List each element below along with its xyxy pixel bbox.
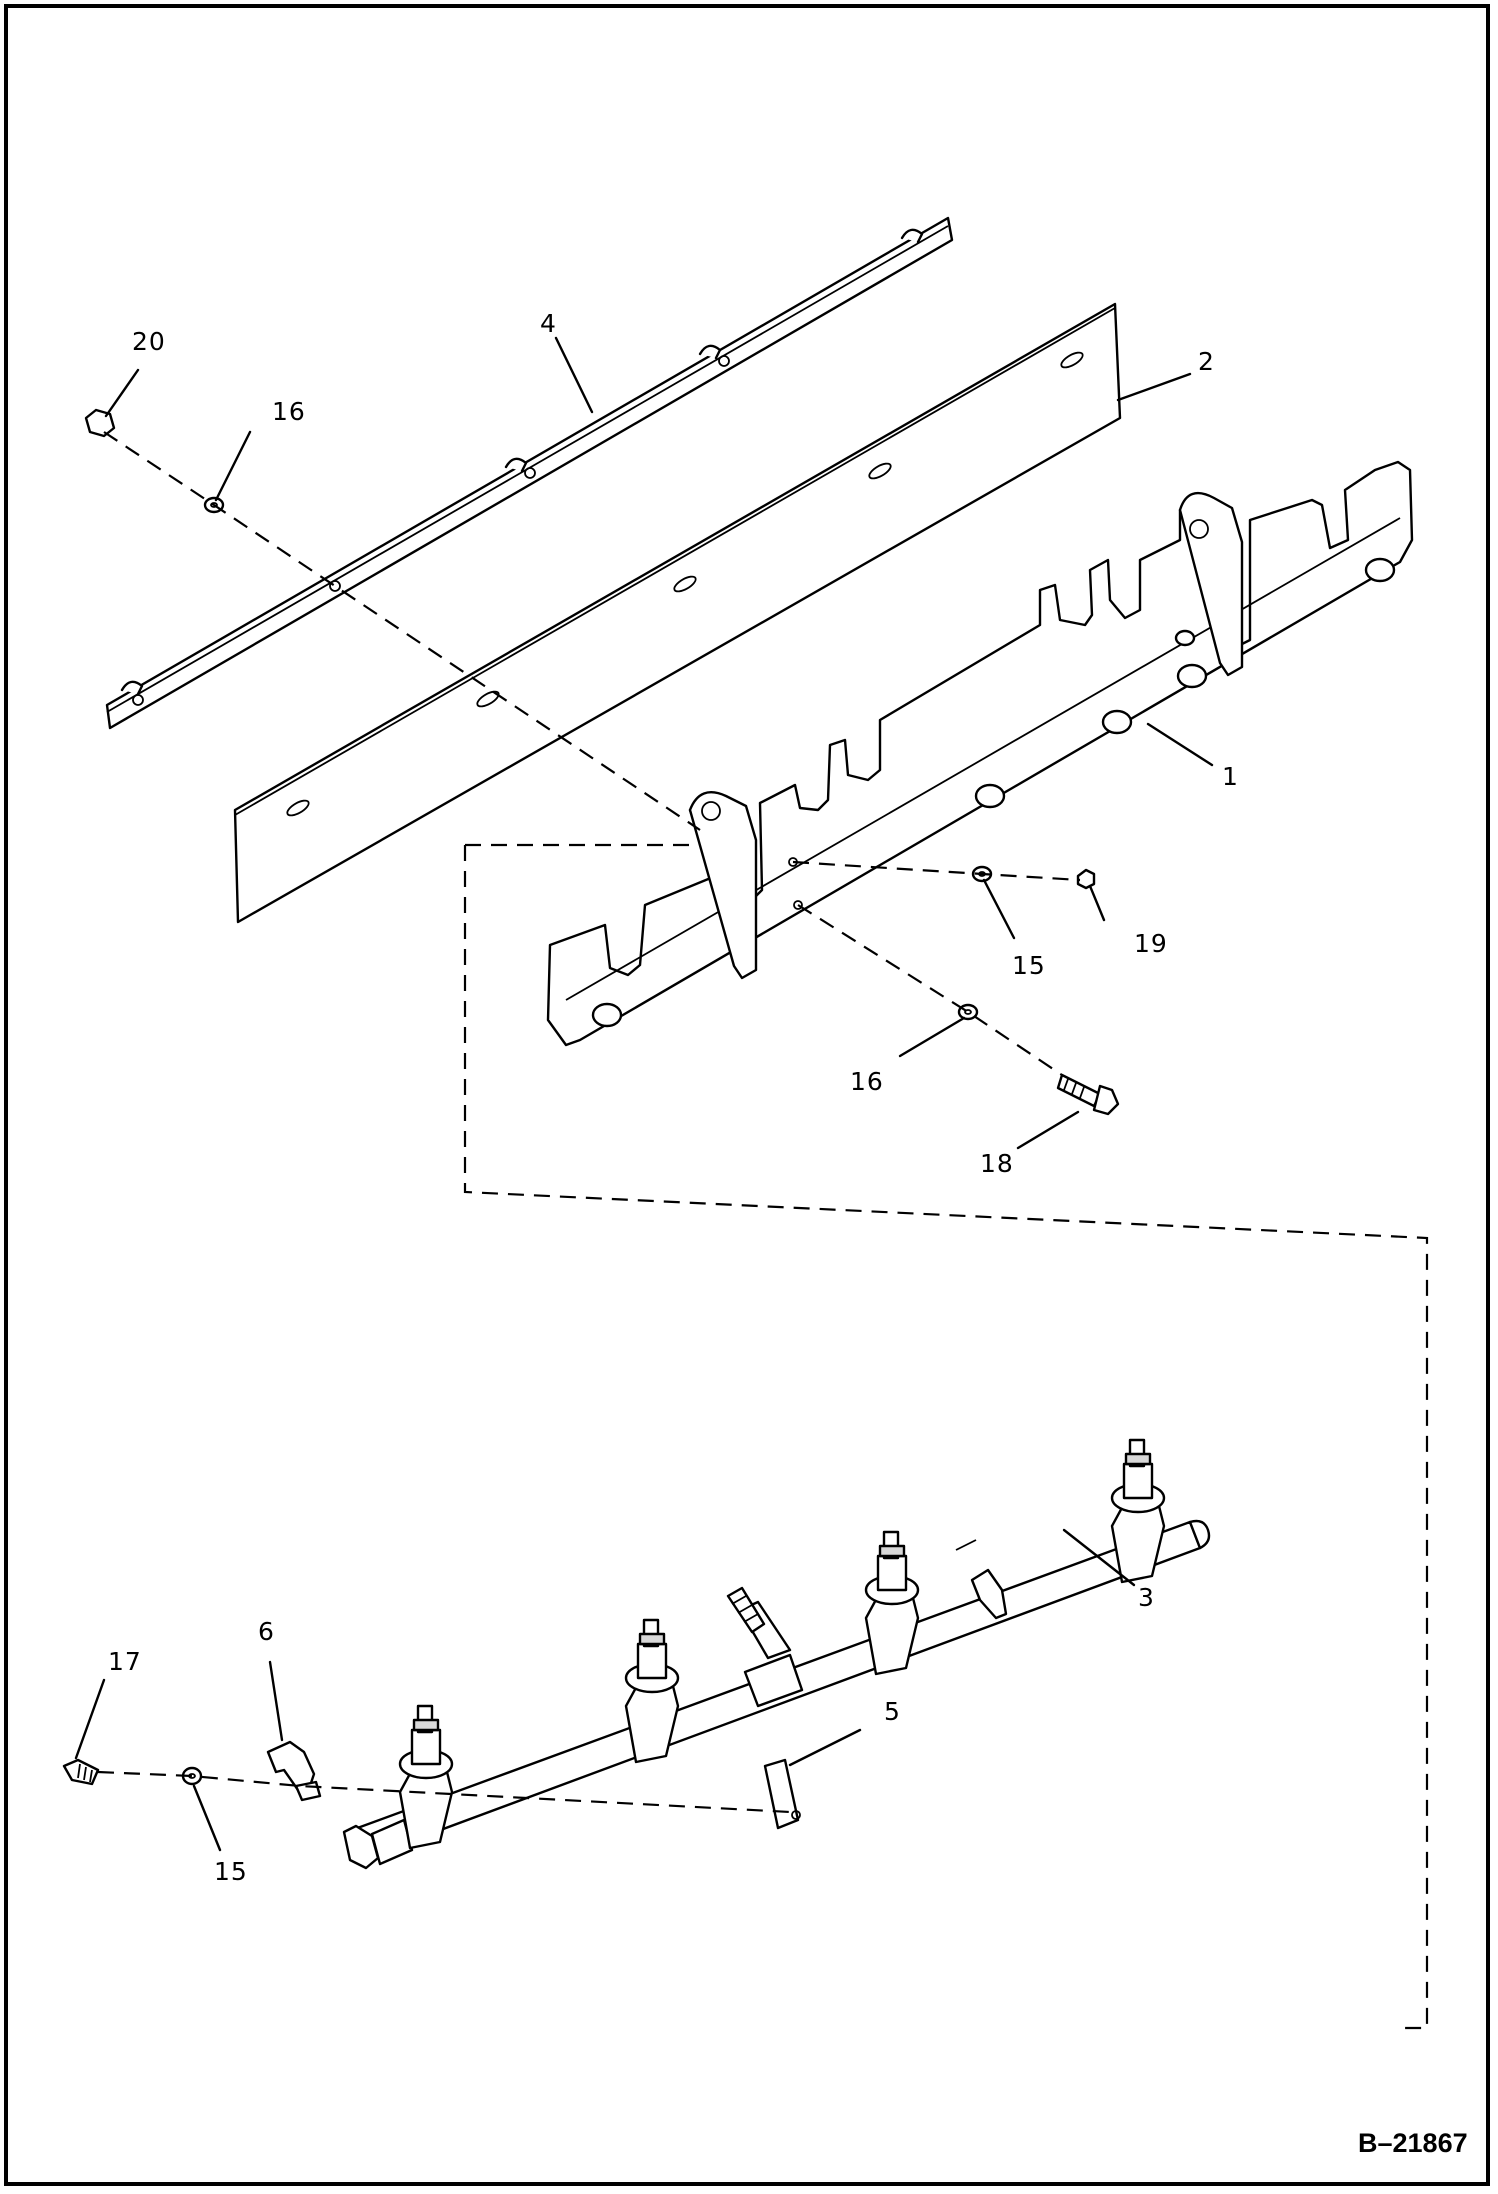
callout-labels: 20 16 4 2 1 15 19 16 18 3 6 5 17 15 xyxy=(108,309,1239,1886)
nozzle-3 xyxy=(864,1530,920,1676)
assembly-lines-upper xyxy=(103,431,1429,2030)
callout-1: 1 xyxy=(1222,762,1239,791)
assembly-lines-lower xyxy=(97,1770,791,1814)
callout-18: 18 xyxy=(980,1149,1014,1178)
part-4-strip xyxy=(105,216,954,730)
drawing-number: B–21867 xyxy=(1358,2128,1468,2158)
callout-17: 17 xyxy=(108,1647,142,1676)
nozzle-4 xyxy=(1110,1438,1166,1584)
nozzle-2 xyxy=(624,1618,680,1764)
leader-lines xyxy=(74,336,1214,1852)
callout-4: 4 xyxy=(540,309,557,338)
part-1-bracket xyxy=(546,460,1414,1047)
callout-16-upper: 16 xyxy=(272,397,306,426)
callout-5: 5 xyxy=(884,1697,901,1726)
callout-19: 19 xyxy=(1134,929,1168,958)
callout-3: 3 xyxy=(1138,1583,1155,1612)
callout-6: 6 xyxy=(258,1617,275,1646)
part-6-clamp xyxy=(266,1740,322,1802)
diagram-frame xyxy=(4,4,1490,2186)
part-18-bolt xyxy=(1056,1073,1120,1116)
callout-20: 20 xyxy=(132,327,166,356)
nozzle-1 xyxy=(398,1704,454,1850)
part-5-plate xyxy=(763,1758,801,1830)
part-20-nut xyxy=(84,408,116,438)
callout-15-upper: 15 xyxy=(1012,951,1046,980)
callout-15-lower: 15 xyxy=(214,1857,248,1886)
callout-16-lower: 16 xyxy=(850,1067,884,1096)
hardware-upper xyxy=(84,408,1120,1116)
part-2-plate xyxy=(233,302,1122,924)
part-17-screw xyxy=(62,1758,100,1786)
part-19-nut xyxy=(1076,868,1096,890)
part-3-spray-bar xyxy=(342,1438,1211,1870)
callout-2: 2 xyxy=(1198,347,1215,376)
